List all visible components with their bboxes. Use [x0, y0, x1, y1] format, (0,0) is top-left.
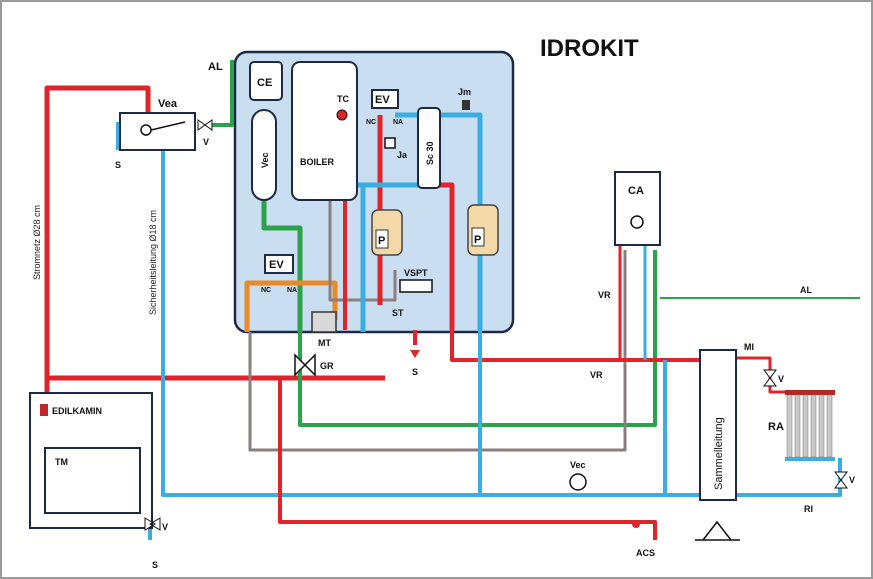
s-center-icon [410, 350, 420, 358]
na-top-label: NA [393, 119, 403, 126]
pipe-safety [161, 150, 730, 497]
sc30-label: Sc 30 [425, 141, 435, 165]
vspt-label: VSPT [404, 268, 428, 278]
jm-valve [462, 100, 470, 110]
sammelleitung-label: Sammelleitung [713, 417, 725, 490]
acs-label: ACS [636, 548, 655, 558]
pipe-ri [730, 458, 842, 497]
ce-label: CE [257, 77, 272, 89]
al-right-label: AL [800, 285, 812, 295]
pipe-stromnetz [44, 85, 151, 395]
vec-tank [251, 109, 277, 201]
na-bottom-label: NA [287, 287, 297, 294]
nc-top-label: NC [366, 119, 376, 126]
ca-label: CA [628, 185, 644, 197]
pipe-red-out [450, 330, 700, 362]
vr-upper-label: VR [598, 290, 611, 300]
st-label: ST [392, 308, 404, 318]
ev-top-label: EV [375, 94, 390, 106]
pipe-green-vec [261, 200, 303, 332]
s-bottom-label: S [152, 560, 158, 570]
pipe-green-low [298, 250, 657, 427]
v-ra-top-label: V [778, 374, 784, 384]
v-top-label: V [203, 137, 209, 147]
pump-right-label: P [474, 234, 481, 246]
ev-bottom-label: EV [269, 259, 284, 271]
gr-valve-icon [294, 353, 316, 377]
vec-exp-icon [569, 473, 587, 491]
mi-label: MI [744, 342, 754, 352]
pipe-acs [278, 378, 657, 540]
ra-label: RA [768, 421, 784, 433]
vec-tank-label: Vec [260, 152, 270, 168]
mt-valve [311, 311, 337, 333]
jm-label: Jm [458, 87, 471, 97]
vec-exp-label: Vec [570, 460, 586, 470]
vea-float [140, 124, 152, 136]
s-center-label: S [412, 367, 418, 377]
sicherheitsleitung-label: Sicherheitsleitung Ø18 cm [148, 210, 158, 315]
ev-top-box [371, 89, 399, 109]
nc-bottom-label: NC [261, 287, 271, 294]
ca-box [614, 171, 661, 246]
vr-lower-label: VR [590, 370, 603, 380]
vea-lever [150, 121, 186, 131]
boiler-label: BOILER [300, 157, 335, 167]
tc-sensor [336, 109, 348, 121]
vspt-valve [399, 279, 433, 293]
s-top-label: S [115, 160, 121, 170]
vea-label: Vea [158, 98, 178, 110]
sc30-box [417, 107, 441, 189]
gr-label: GR [320, 361, 334, 371]
radiator [785, 390, 835, 461]
pump-right [467, 204, 499, 256]
mt-label: MT [318, 338, 331, 348]
v-bottom-label: V [162, 522, 168, 532]
ev-bottom-box [264, 254, 294, 274]
tm-label: TM [55, 457, 68, 467]
ground-icon [695, 520, 740, 541]
brand-logo-icon [40, 404, 48, 416]
diagram-title: IDROKIT [540, 35, 639, 62]
pipes [44, 60, 860, 540]
tc-label: TC [337, 94, 349, 104]
al-top-label: AL [208, 61, 223, 73]
brand-label: EDILKAMIN [52, 406, 102, 416]
acs-point-icon [632, 520, 640, 528]
stromnetz-label: Stromnetz Ø28 cm [32, 205, 42, 280]
v-top-valve-icon [197, 119, 213, 131]
v-ra-bottom-label: V [849, 475, 855, 485]
stove-window [44, 447, 141, 514]
vea-tank [119, 112, 196, 151]
v-ra-bottom-valve-icon [834, 471, 848, 489]
sammelleitung-box [699, 349, 737, 501]
pump-left [371, 209, 403, 256]
ca-pump-icon [630, 215, 644, 229]
pump-left-label: P [378, 235, 385, 247]
ri-label: RI [804, 504, 813, 514]
ja-valve [384, 137, 396, 149]
pipe-grey-2 [248, 250, 627, 452]
v-ra-top-valve-icon [763, 369, 777, 387]
boiler-box [291, 61, 358, 201]
pipe-al-top [210, 60, 234, 127]
ja-label: Ja [397, 150, 408, 160]
v-bottom-valve-icon [144, 517, 161, 531]
ce-box [249, 61, 283, 101]
